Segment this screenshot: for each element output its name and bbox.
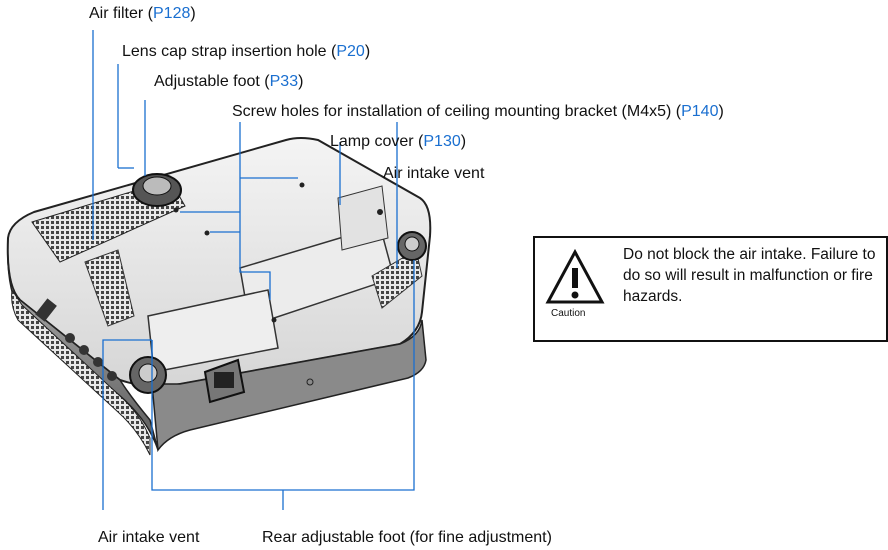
label-lens-cap: Lens cap strap insertion hole (P20) xyxy=(122,43,371,60)
lamp-cover-inner xyxy=(337,185,389,251)
label-air-filter: Air filter (P128) xyxy=(89,5,196,22)
label-screw-holes-text: Screw holes for installation of ceiling … xyxy=(232,103,682,120)
leader-lines xyxy=(92,30,415,510)
label-adjustable-foot-text: Adjustable foot ( xyxy=(154,73,270,90)
left-intake-vent xyxy=(84,249,135,327)
label-adjustable-foot: Adjustable foot (P33) xyxy=(154,73,304,90)
label-air-intake-top: Air intake vent xyxy=(383,165,485,182)
label-lens-cap-text: Lens cap strap insertion hole ( xyxy=(122,43,337,60)
label-air-intake-bottom: Air intake vent xyxy=(98,529,200,546)
ref-air-filter[interactable]: P128 xyxy=(153,5,191,22)
caution-box: Caution Do not block the air intake. Fai… xyxy=(533,236,888,342)
label-screw-holes: Screw holes for installation of ceiling … xyxy=(232,103,724,120)
ref-adjustable-foot[interactable]: P33 xyxy=(269,73,299,90)
caution-message: Do not block the air intake. Failure to … xyxy=(623,246,876,305)
label-lamp-cover: Lamp cover (P130) xyxy=(330,133,467,150)
label-rear-foot: Rear adjustable foot (for fine adjustmen… xyxy=(262,529,552,546)
right-intake-vent xyxy=(371,249,423,309)
caution-word: Caution xyxy=(551,308,586,319)
caution-warning-icon xyxy=(545,248,605,304)
ref-screw-holes[interactable]: P140 xyxy=(681,103,719,120)
label-air-filter-text: Air filter ( xyxy=(89,5,153,22)
ref-lens-cap[interactable]: P20 xyxy=(336,43,365,60)
label-lamp-cover-text: Lamp cover ( xyxy=(330,133,424,150)
front-grille xyxy=(11,288,151,456)
projector-rear-side xyxy=(151,319,427,453)
ref-lamp-cover[interactable]: P130 xyxy=(423,133,461,150)
